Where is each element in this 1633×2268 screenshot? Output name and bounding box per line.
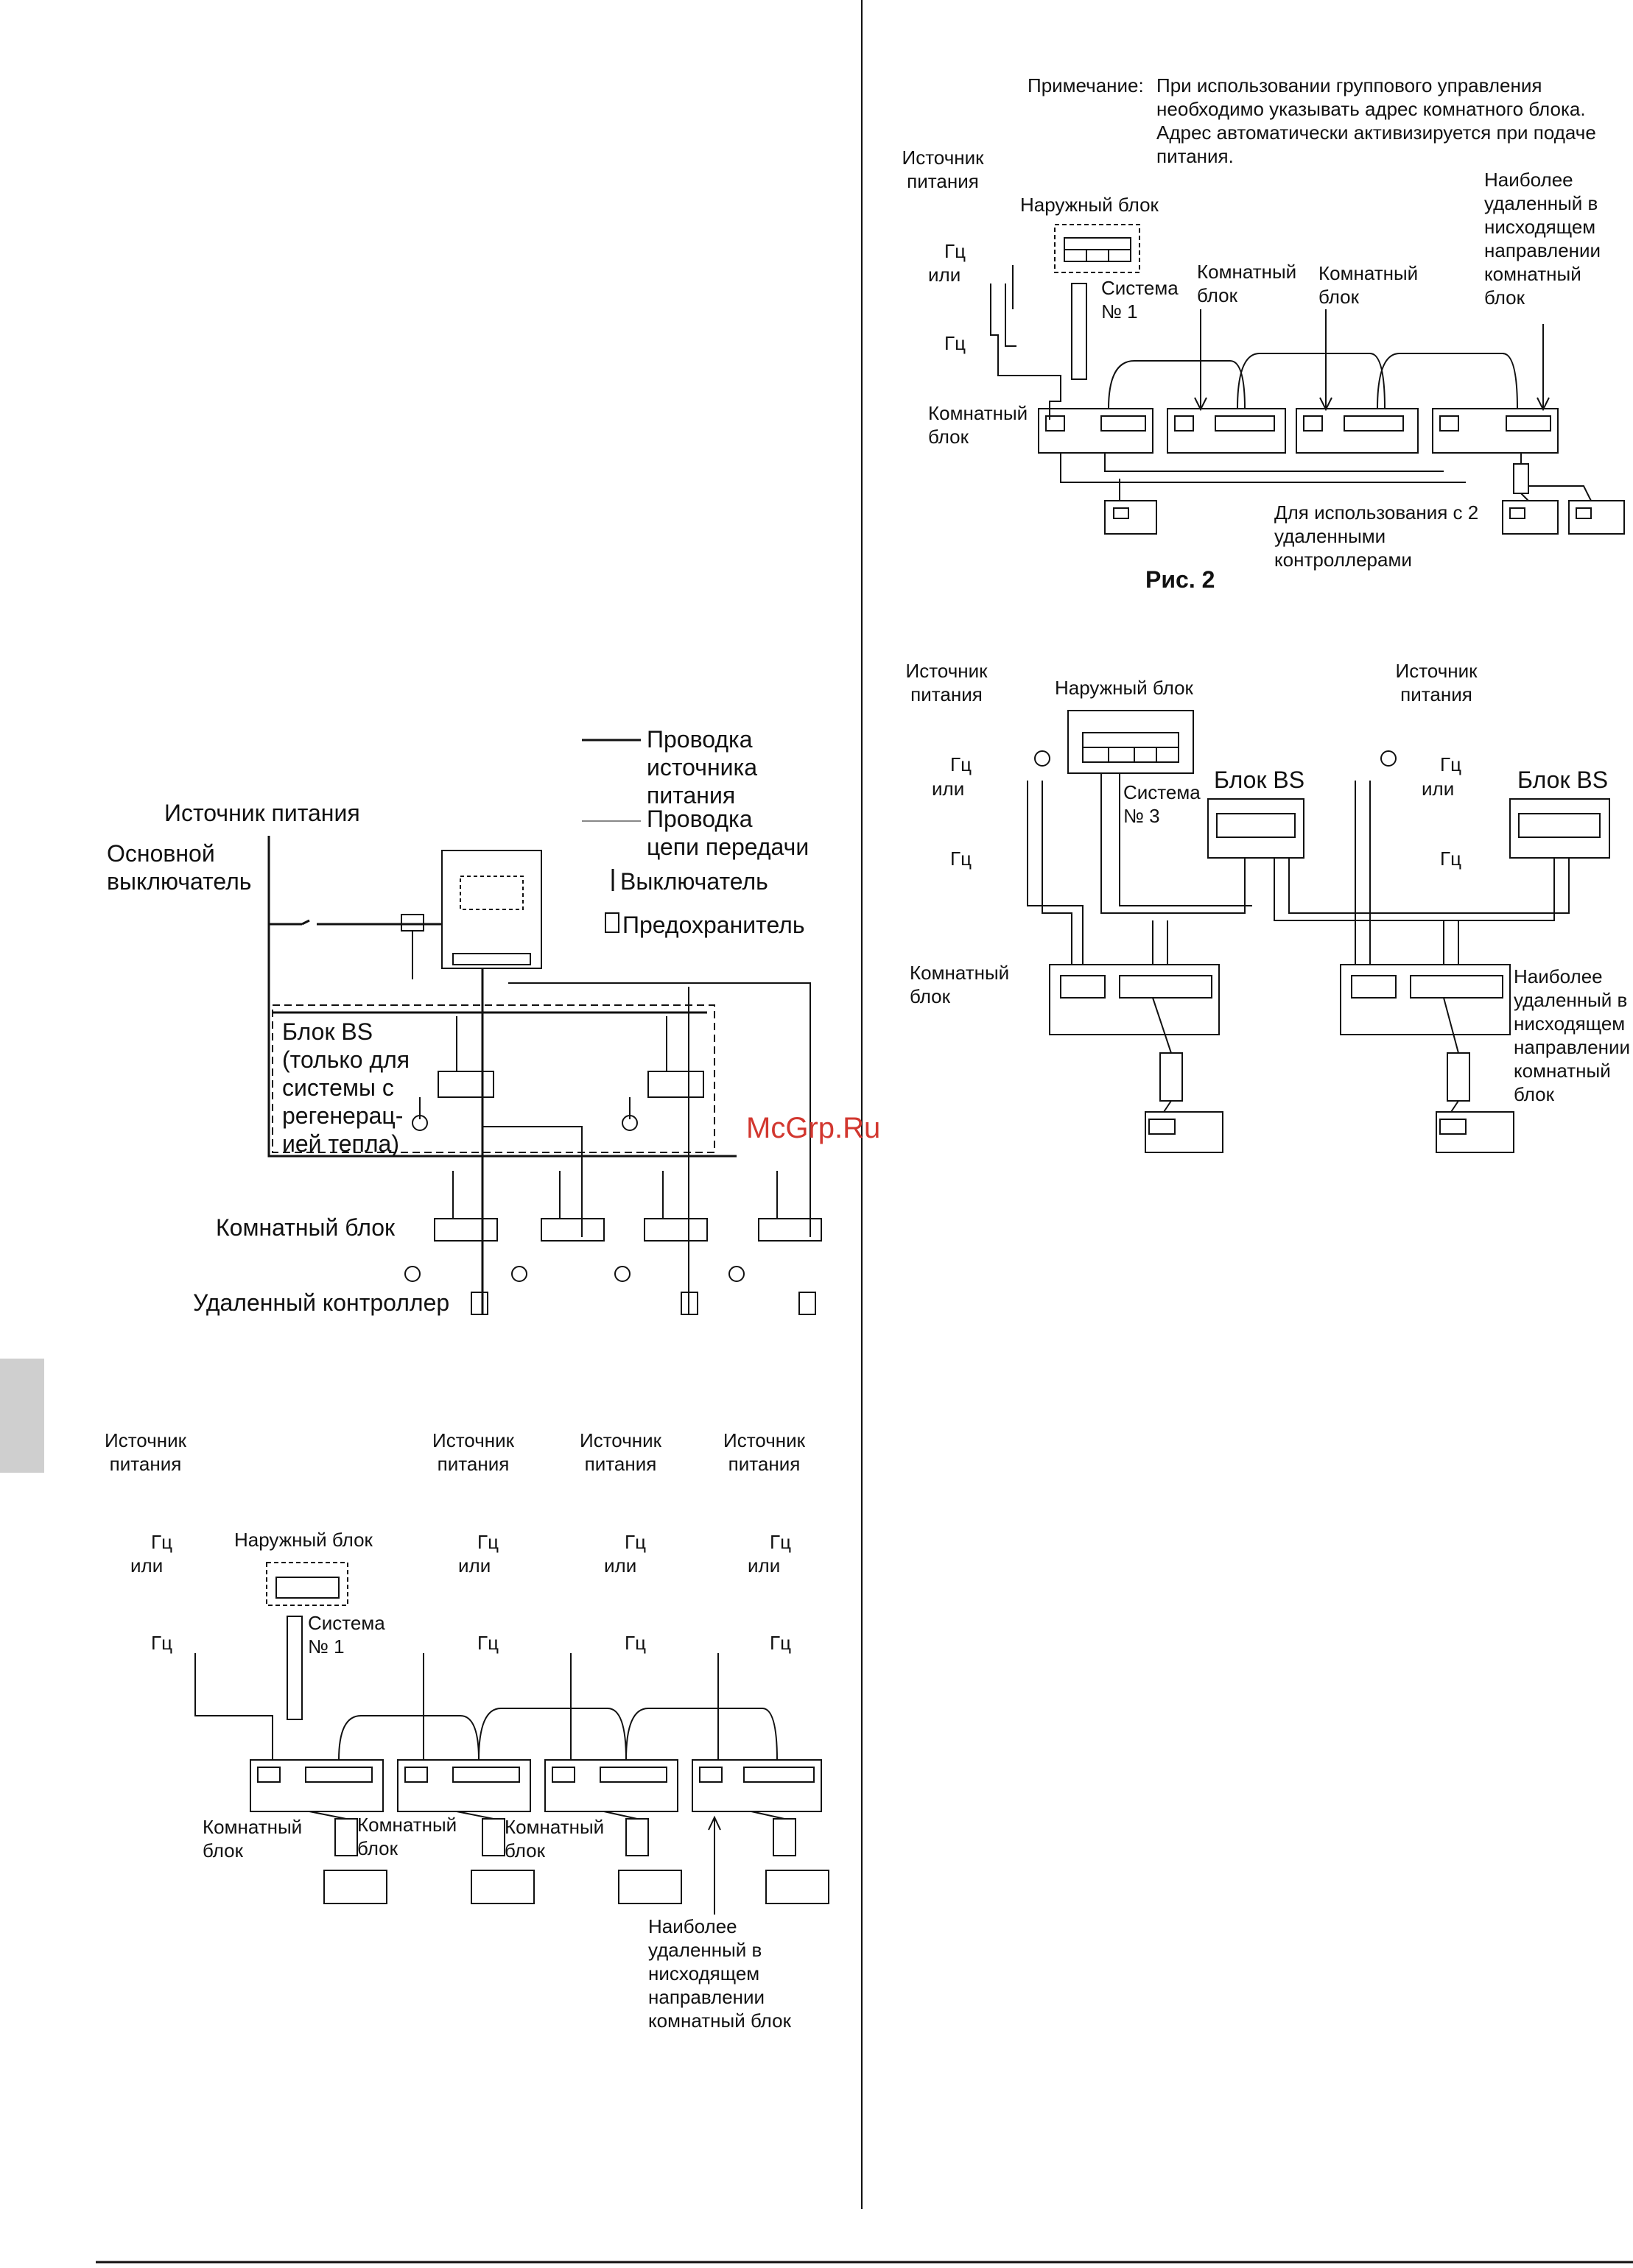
bottom-outdoor-label: Наружный блок [234, 1529, 373, 1551]
fig3-remote-right [1436, 1111, 1514, 1153]
fig3-diagram [1027, 710, 1610, 1153]
bottom-hz-1: Гц [151, 1531, 172, 1553]
legend-power-wiring: Проводка источника питания [647, 726, 757, 809]
bottom-hz-3: Гц [477, 1531, 499, 1553]
bottom-or-3: или [604, 1554, 637, 1577]
bottom-indoor-label-3: Комнатный блок [505, 1816, 605, 1862]
schematic-power-source: Источник питания [164, 800, 360, 826]
fig3-bs-right [1509, 798, 1610, 859]
schematic-main-switch: Основной выключатель [107, 840, 252, 895]
bottom-farthest-label: Наиболее удаленный в нисходящем направле… [648, 1915, 791, 2032]
fig2-indoor-4 [1432, 408, 1559, 454]
bottom-or-4: или [748, 1554, 781, 1577]
bottom-hz-4: Гц [477, 1632, 499, 1654]
fig3-indoor-right [1340, 964, 1511, 1035]
fig3-system: Система № 3 [1123, 781, 1201, 827]
bottom-power-1: Источник питания [105, 1429, 186, 1475]
fig2-indoor-label-1: Комнатный блок [1197, 261, 1297, 306]
fig3-power-left: Источник питания [905, 660, 988, 705]
note-label: Примечание: [1028, 74, 1144, 96]
bottom-power-4: Источник питания [723, 1429, 805, 1475]
fig2-system: Система № 1 [1101, 277, 1179, 323]
side-tab [0, 1359, 44, 1473]
schematic-bs-label: Блок BS (только для системы с регенерац-… [282, 1018, 410, 1157]
fig2-remote-1 [1104, 500, 1157, 535]
bottom-hz-6: Гц [625, 1632, 646, 1654]
schematic-outdoor [441, 850, 542, 969]
legend-signal-wiring: Проводка цепи передачи [647, 806, 810, 860]
watermark: McGrp.Ru [746, 1112, 881, 1144]
fig2-two-controllers: Для использования с 2 удаленными контрол… [1274, 501, 1479, 571]
bottom-power-3: Источник питания [580, 1429, 661, 1475]
fig3-hz4: Гц [1440, 848, 1461, 870]
fig2-remote-2 [1502, 500, 1559, 535]
fig3-bs-left-label: Блок BS [1214, 767, 1305, 793]
note-text: При использовании группового управления … [1156, 74, 1596, 167]
system-schematic [267, 739, 822, 1315]
fig2-indoor-3 [1296, 408, 1419, 454]
legend-switch: Выключатель [620, 868, 768, 895]
bottom-indoor-label-1: Комнатный блок [203, 1816, 303, 1862]
fig3-remote-left [1145, 1111, 1223, 1153]
fig2-farthest-label: Наиболее удаленный в нисходящем направле… [1484, 169, 1601, 309]
fig3-power-right: Источник питания [1395, 660, 1478, 705]
bottom-hz-5: Гц [625, 1531, 646, 1553]
bottom-or-2: или [458, 1554, 491, 1577]
bottom-or-1: или [130, 1554, 164, 1577]
schematic-remote-label: Удаленный контроллер [193, 1289, 450, 1316]
fig3-or2: или [1422, 778, 1455, 800]
fig3-hz1: Гц [950, 753, 972, 775]
fig3-bs-left [1207, 798, 1304, 859]
fig2-outdoor-label: Наружный блок [1020, 194, 1159, 216]
bottom-hz-2: Гц [151, 1632, 172, 1654]
fig2-indoor-1 [1038, 408, 1153, 454]
fig2-indoor-2 [1167, 408, 1286, 454]
fig3-bs-right-label: Блок BS [1517, 767, 1609, 793]
bottom-indoor-label-2: Комнатный блок [357, 1814, 457, 1859]
fig3-indoor-label: Комнатный блок [910, 962, 1010, 1007]
fig3-outdoor-label: Наружный блок [1055, 677, 1193, 699]
fig3-outdoor [1067, 710, 1194, 774]
fig2-or: или [928, 264, 961, 286]
fig2-power-source: Источник питания [902, 147, 984, 192]
fig2-diagram [990, 224, 1625, 535]
bottom-power-2: Источник питания [432, 1429, 514, 1475]
fig2-hz1: Гц [944, 240, 966, 262]
fig3-farthest-label: Наиболее удаленный в нисходящем направле… [1514, 965, 1631, 1105]
fig3-or: или [932, 778, 965, 800]
fig3-hz2: Гц [950, 848, 972, 870]
fig2-hz2: Гц [944, 332, 966, 354]
fig2-indoor-left-label: Комнатный блок [928, 402, 1028, 448]
bottom-hz-8: Гц [770, 1632, 791, 1654]
bottom-system: Система № 1 [308, 1612, 385, 1658]
bottom-hz-7: Гц [770, 1531, 791, 1553]
fig2-remote-3 [1568, 500, 1625, 535]
fig2-outdoor-dashed [1054, 224, 1140, 273]
fig3-indoor-left [1049, 964, 1220, 1035]
fig3-hz3: Гц [1440, 753, 1461, 775]
fig2-caption: Рис. 2 [1145, 566, 1215, 593]
fig2-indoor-label-2: Комнатный блок [1318, 262, 1419, 308]
bottom-multi-system-diagram [194, 1562, 829, 1915]
legend-fuse: Предохранитель [622, 912, 805, 938]
schematic-indoor-label: Комнатный блок [216, 1214, 396, 1241]
